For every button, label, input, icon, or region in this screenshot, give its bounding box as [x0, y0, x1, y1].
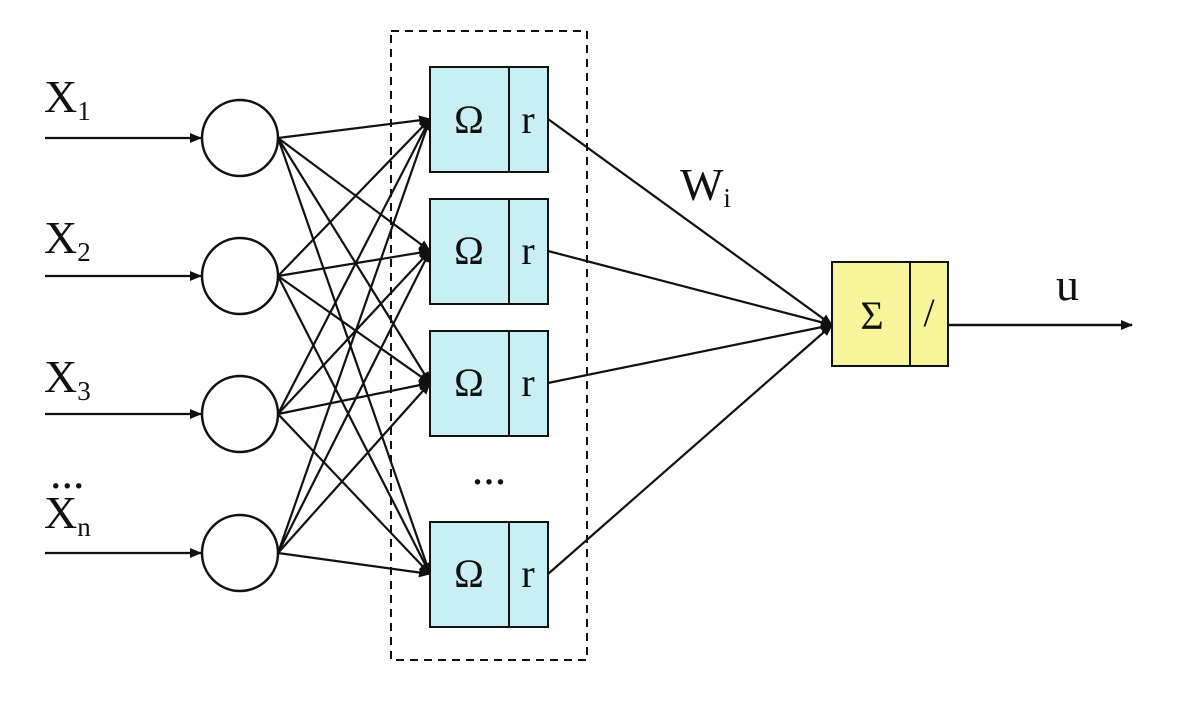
hidden-node-2: Ω r: [429, 198, 549, 305]
input-node-3: [200, 374, 280, 454]
hidden-output-connections: [547, 118, 833, 575]
input-node-n: [200, 513, 280, 593]
hidden-node-3: Ω r: [429, 330, 549, 437]
hidden-node-m-radius: r: [521, 551, 534, 596]
connection-input-4-hidden-1: [276, 118, 432, 554]
hidden-node-3-func: Ω: [454, 360, 484, 405]
connection-input-1-hidden-4: [276, 137, 432, 575]
input-label-1: X1: [44, 71, 91, 126]
output-label: u: [1056, 259, 1079, 310]
input-node-2: [200, 236, 280, 316]
connection-input-2-hidden-3: [277, 275, 431, 384]
connection-input-3-hidden-2: [277, 250, 431, 415]
hidden-node-m: Ω r: [429, 521, 549, 628]
weight-line-4: [547, 324, 833, 575]
hidden-node-1-func: Ω: [454, 97, 484, 142]
sum-symbol: Σ: [860, 293, 883, 338]
connection-input-3-hidden-1: [277, 118, 431, 415]
input-ellipsis: ...: [50, 447, 85, 498]
connection-input-2-hidden-4: [277, 275, 431, 575]
hidden-node-3-radius: r: [521, 360, 534, 405]
input-label-3: X3: [44, 351, 91, 406]
output-activation: /: [923, 290, 935, 335]
hidden-node-m-func: Ω: [454, 551, 484, 596]
connection-input-2-hidden-1: [277, 118, 431, 277]
connection-input-3-hidden-4: [277, 413, 431, 575]
input-hidden-connections: [276, 115, 432, 578]
hidden-node-1: Ω r: [429, 66, 549, 173]
weight-line-1: [547, 118, 833, 326]
weight-line-2: [547, 249, 833, 328]
hidden-node-2-func: Ω: [454, 228, 484, 273]
connection-input-1-hidden-2: [277, 137, 431, 252]
connection-input-1-hidden-3: [277, 137, 431, 384]
hidden-node-1-radius: r: [521, 97, 534, 142]
connection-input-1-hidden-1: [277, 115, 431, 140]
connection-input-3-hidden-3: [277, 380, 431, 416]
weight-line-3: [547, 322, 833, 385]
hidden-ellipsis: ...: [472, 443, 507, 494]
hidden-node-2-radius: r: [521, 228, 534, 273]
input-arrows: [45, 133, 202, 558]
connection-input-2-hidden-2: [277, 247, 431, 278]
connection-input-4-hidden-3: [277, 382, 431, 554]
input-label-n: Xn: [44, 487, 91, 542]
input-node-1: [200, 98, 280, 178]
hidden-layer-frame: [390, 30, 588, 661]
output-node: Σ /: [831, 261, 949, 367]
connection-input-4-hidden-2: [277, 250, 431, 554]
input-label-2: X2: [44, 212, 91, 267]
connection-input-4-hidden-4: [277, 551, 431, 578]
weight-label: Wi: [680, 159, 731, 213]
